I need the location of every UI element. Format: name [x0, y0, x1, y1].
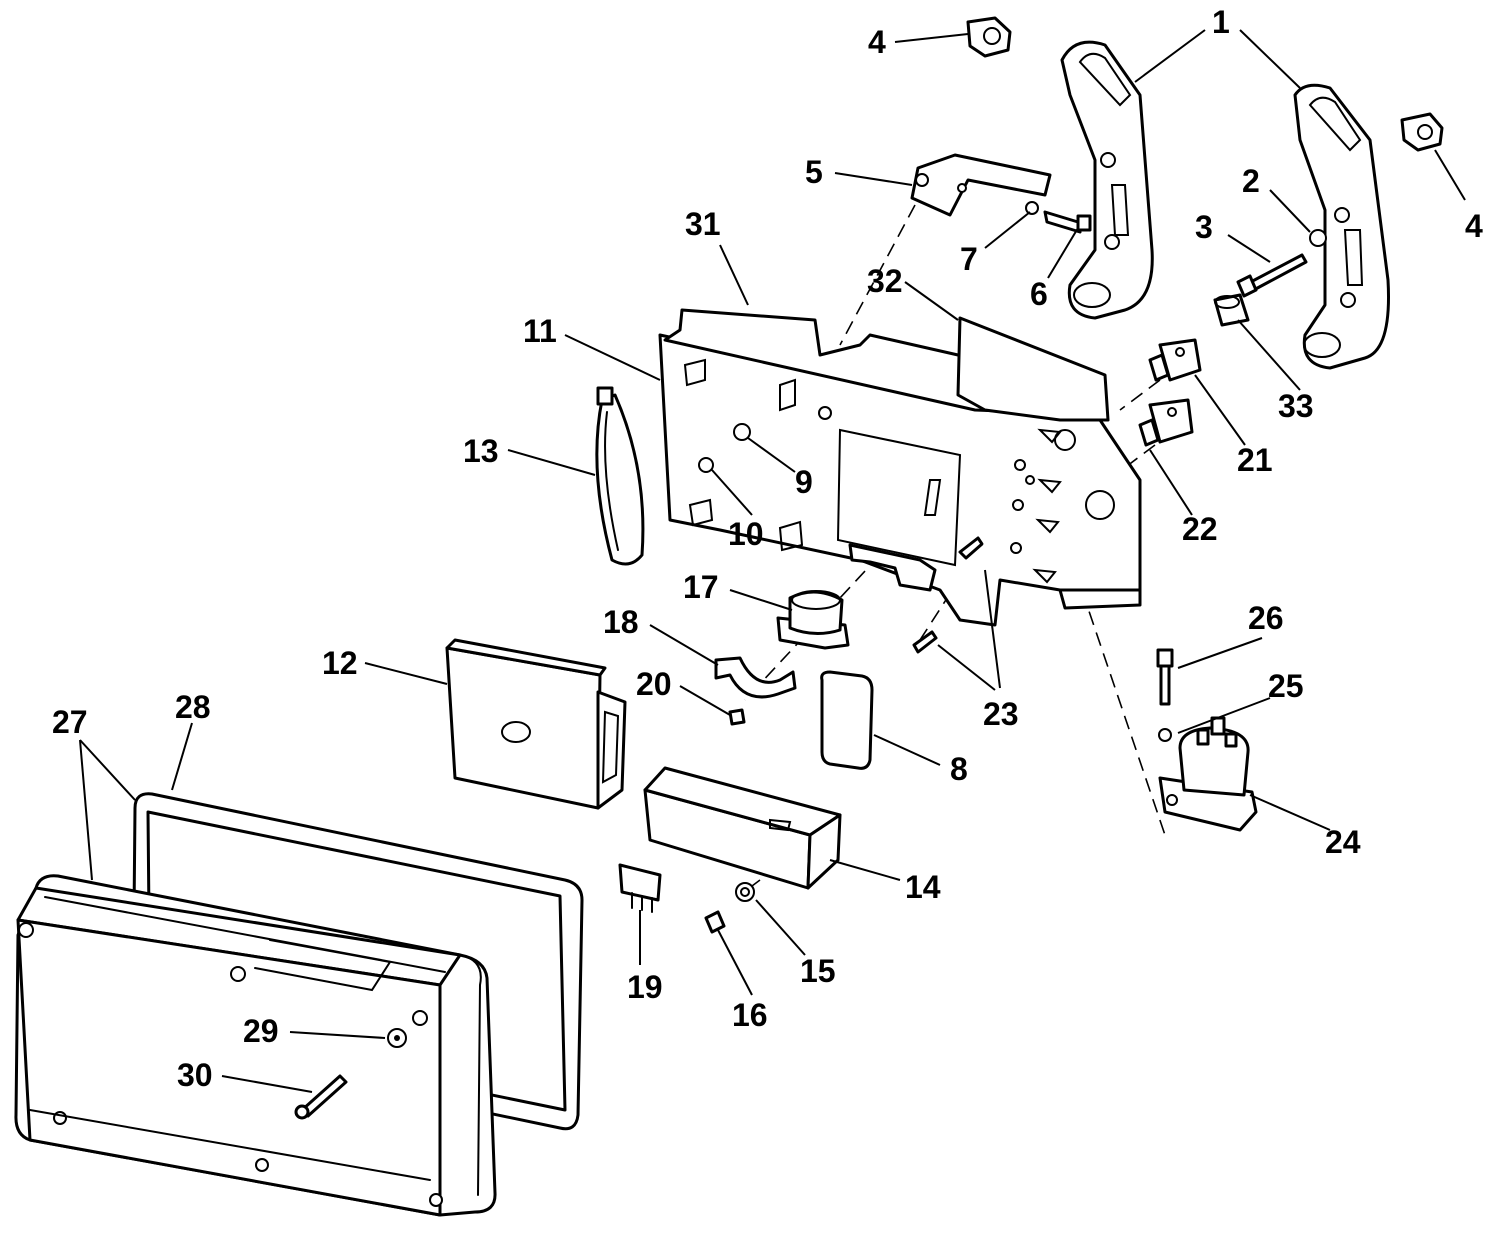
control-module — [445, 638, 627, 810]
plate-screw-upper — [958, 536, 984, 560]
callout-31: 31 — [685, 206, 721, 242]
callout-17: 17 — [683, 569, 719, 605]
solenoid — [1158, 716, 1258, 832]
switch-upper — [1148, 338, 1202, 382]
callout-28: 28 — [175, 689, 211, 725]
leader-lines — [79, 29, 1466, 1093]
callout-labels: 1 2 3 4 4 5 6 7 8 9 10 11 12 13 14 15 16… — [52, 4, 1483, 1093]
plate-screw-lower — [912, 630, 938, 654]
washer-small — [1025, 201, 1039, 215]
bracket — [910, 153, 1052, 217]
box-screw — [704, 910, 726, 934]
foam-pad — [820, 670, 874, 770]
callout-26: 26 — [1248, 600, 1284, 636]
callout-33: 33 — [1278, 388, 1314, 424]
callout-15: 15 — [800, 953, 836, 989]
callout-8: 8 — [950, 751, 968, 787]
handle-spacer — [1213, 293, 1250, 327]
callout-12: 12 — [322, 645, 358, 681]
bolt-small — [1043, 210, 1092, 234]
connector-block — [618, 863, 662, 913]
lifting-handle-right — [1293, 83, 1390, 370]
callout-3: 3 — [1195, 209, 1213, 245]
callout-24: 24 — [1325, 824, 1361, 860]
callout-25: 25 — [1268, 668, 1304, 704]
callout-10: 10 — [728, 516, 764, 552]
cable-strap — [595, 386, 645, 566]
callout-21: 21 — [1237, 442, 1273, 478]
callout-4a: 4 — [868, 24, 886, 60]
lifting-handle-left — [1060, 40, 1154, 320]
switch-lower — [1138, 398, 1194, 447]
main-housing — [14, 874, 497, 1217]
callout-19: 19 — [627, 969, 663, 1005]
callout-20: 20 — [636, 666, 672, 702]
callout-7: 7 — [960, 241, 978, 277]
callout-13: 13 — [463, 433, 499, 469]
callout-6: 6 — [1030, 276, 1048, 312]
callout-22: 22 — [1182, 511, 1218, 547]
callout-30: 30 — [177, 1057, 213, 1093]
callout-27: 27 — [52, 704, 88, 740]
solenoid-bolt — [1156, 648, 1174, 706]
callout-29: 29 — [243, 1013, 279, 1049]
relay-box — [643, 766, 842, 890]
solenoid-washer — [1158, 728, 1172, 742]
callout-32: 32 — [867, 263, 903, 299]
knob-right — [1400, 112, 1444, 152]
grommet — [776, 590, 850, 650]
knob-left — [966, 16, 1012, 58]
callout-23: 23 — [983, 696, 1019, 732]
callout-4b: 4 — [1465, 208, 1483, 244]
callout-14: 14 — [905, 869, 941, 905]
callout-9: 9 — [795, 464, 813, 500]
callout-18: 18 — [603, 604, 639, 640]
callout-5: 5 — [805, 154, 823, 190]
callout-16: 16 — [732, 997, 768, 1033]
housing-screw — [294, 1074, 348, 1120]
mounting-plate — [658, 333, 1142, 627]
rear-panel — [956, 316, 1110, 422]
box-washer — [735, 882, 755, 902]
callout-1: 1 — [1212, 4, 1230, 40]
callout-2: 2 — [1242, 163, 1260, 199]
cable-clamp — [714, 656, 797, 699]
handle-bolt — [1236, 253, 1308, 298]
clamp-screw — [728, 708, 746, 726]
handle-washer — [1309, 229, 1327, 247]
callout-11: 11 — [523, 313, 557, 349]
